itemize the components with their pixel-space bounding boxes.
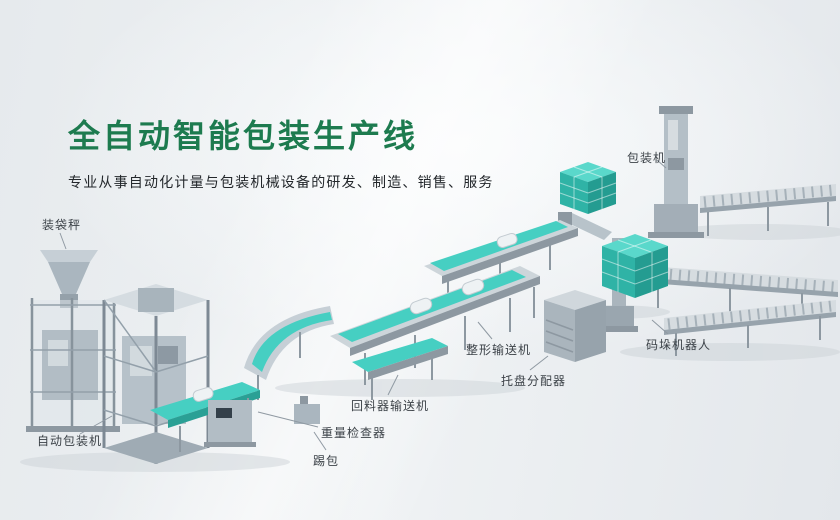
headline-block: 全自动智能包装生产线 专业从事自动化计量与包装机械设备的研发、制造、销售、服务 (68, 118, 494, 192)
label-auto-packing-machine: 自动包装机 (37, 434, 103, 448)
carton-stack-lower (601, 234, 669, 298)
pallet-distributor-machine (544, 290, 606, 362)
bagging-scale-machine (40, 250, 98, 308)
label-shaping-conveyor: 整形输送机 (466, 343, 532, 357)
carton-stack-upper (559, 162, 617, 214)
page-title: 全自动智能包装生产线 (68, 118, 419, 154)
packing-machine-tower (648, 106, 704, 238)
bag-kicker-machine (294, 396, 320, 424)
bags-on-belts (192, 232, 518, 402)
right-roller-conveyor-middle (648, 266, 838, 318)
label-kick-bag: 踢包 (313, 454, 340, 468)
label-pallet-distributor: 托盘分配器 (501, 374, 567, 388)
label-palletizing-robot: 码垛机器人 (646, 338, 712, 352)
left-frame-tower (26, 298, 120, 432)
label-weight-checker: 重量检查器 (321, 426, 387, 440)
weight-checker-machine (204, 400, 256, 447)
auto-packing-machine-frame (102, 284, 210, 464)
right-roller-conveyor-bottom (664, 300, 836, 356)
label-leader-lines (59, 159, 669, 451)
right-roller-conveyor-top (700, 184, 836, 236)
label-packing-machine: 包装机 (627, 151, 667, 165)
page-subtitle: 专业从事自动化计量与包装机械设备的研发、制造、销售、服务 (68, 173, 494, 190)
label-bagging-scale: 装袋秤 (42, 218, 82, 232)
return-conveyor-machine (352, 338, 448, 400)
label-return-conveyor: 回料器输送机 (351, 399, 430, 413)
